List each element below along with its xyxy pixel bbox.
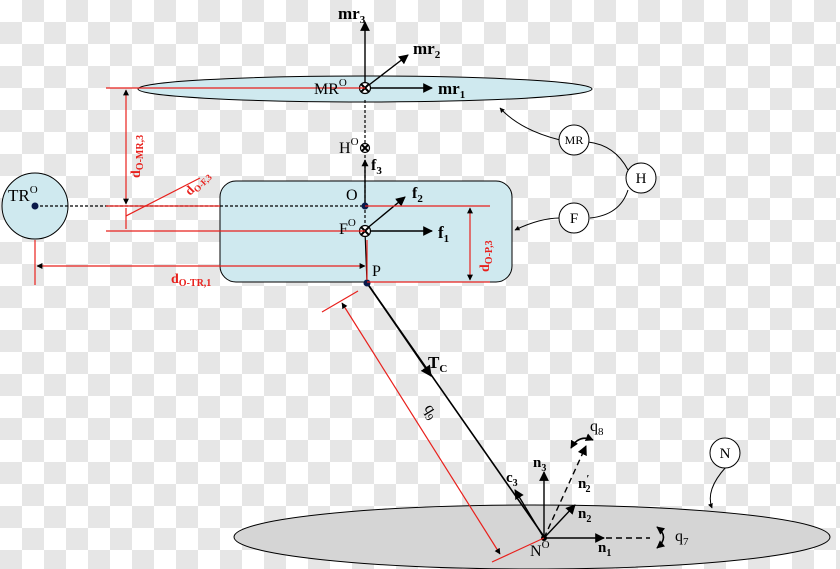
dim-q9-extension-bottom (491, 537, 545, 563)
no-label: NO (530, 539, 550, 560)
f3-label: f3 (371, 157, 382, 177)
n1-label: n1 (598, 540, 611, 559)
n-callout: N (709, 437, 741, 469)
q8-rotation-arrow (570, 433, 594, 449)
p-point (363, 279, 371, 287)
tro-point (31, 202, 39, 210)
q7-rotation-arrow (656, 526, 666, 549)
dim-q9-line (341, 302, 501, 555)
fo-label: FO (339, 217, 356, 238)
dim-f3-leader (125, 177, 201, 217)
dim-q9-extension-top (321, 290, 359, 313)
mr3-label: mr3 (338, 4, 366, 26)
mr-callout: MR (558, 124, 590, 156)
q8-label: q8 (590, 418, 604, 438)
mr-leader (499, 107, 561, 141)
n-leader (708, 466, 727, 509)
f2-vector (364, 196, 406, 231)
mr2-vector (364, 54, 409, 89)
f2-label: f2 (412, 185, 423, 205)
q9-label: q9 (418, 401, 442, 423)
n2-label: n2 (578, 506, 591, 525)
n2-prime-label: n′2 (578, 473, 590, 495)
ho-joint (359, 142, 371, 154)
f-callout-label: F (570, 211, 578, 227)
h-callout: H (625, 162, 657, 194)
mr-callout-label: MR (565, 133, 584, 147)
f-callout: F (558, 202, 590, 234)
h-mr-link (587, 141, 629, 171)
h-callout-label: H (636, 171, 647, 187)
mr1-label: mr1 (438, 79, 465, 101)
d-o-f3-label: dO-F,3 (182, 167, 215, 200)
ho-label: HO (339, 136, 359, 157)
tc-arrow (366, 282, 432, 377)
d-o-tr1-label: dO-TR,1 (171, 272, 211, 289)
q7-label: q7 (675, 528, 689, 548)
n-callout-label: N (720, 446, 731, 462)
n2-vector (543, 504, 576, 539)
f1-label: f1 (438, 223, 449, 245)
tc-label: TC (428, 353, 447, 375)
h-f-link (589, 189, 629, 219)
d-o-p3-label: dO-P,3 (478, 240, 495, 272)
d-o-mr3-label: dO-MR,3 (129, 135, 146, 178)
f-leader (514, 217, 561, 231)
tro-label: TRO (8, 184, 38, 205)
c3-label: c3 (506, 470, 518, 489)
mro-label: MRO (314, 77, 347, 98)
p-label: P (372, 263, 381, 280)
n3-label: n3 (533, 455, 546, 474)
mr2-label: mr2 (413, 39, 441, 61)
o-label: O (346, 187, 358, 204)
n2p-vector (543, 445, 587, 539)
c3-vector (514, 489, 545, 539)
